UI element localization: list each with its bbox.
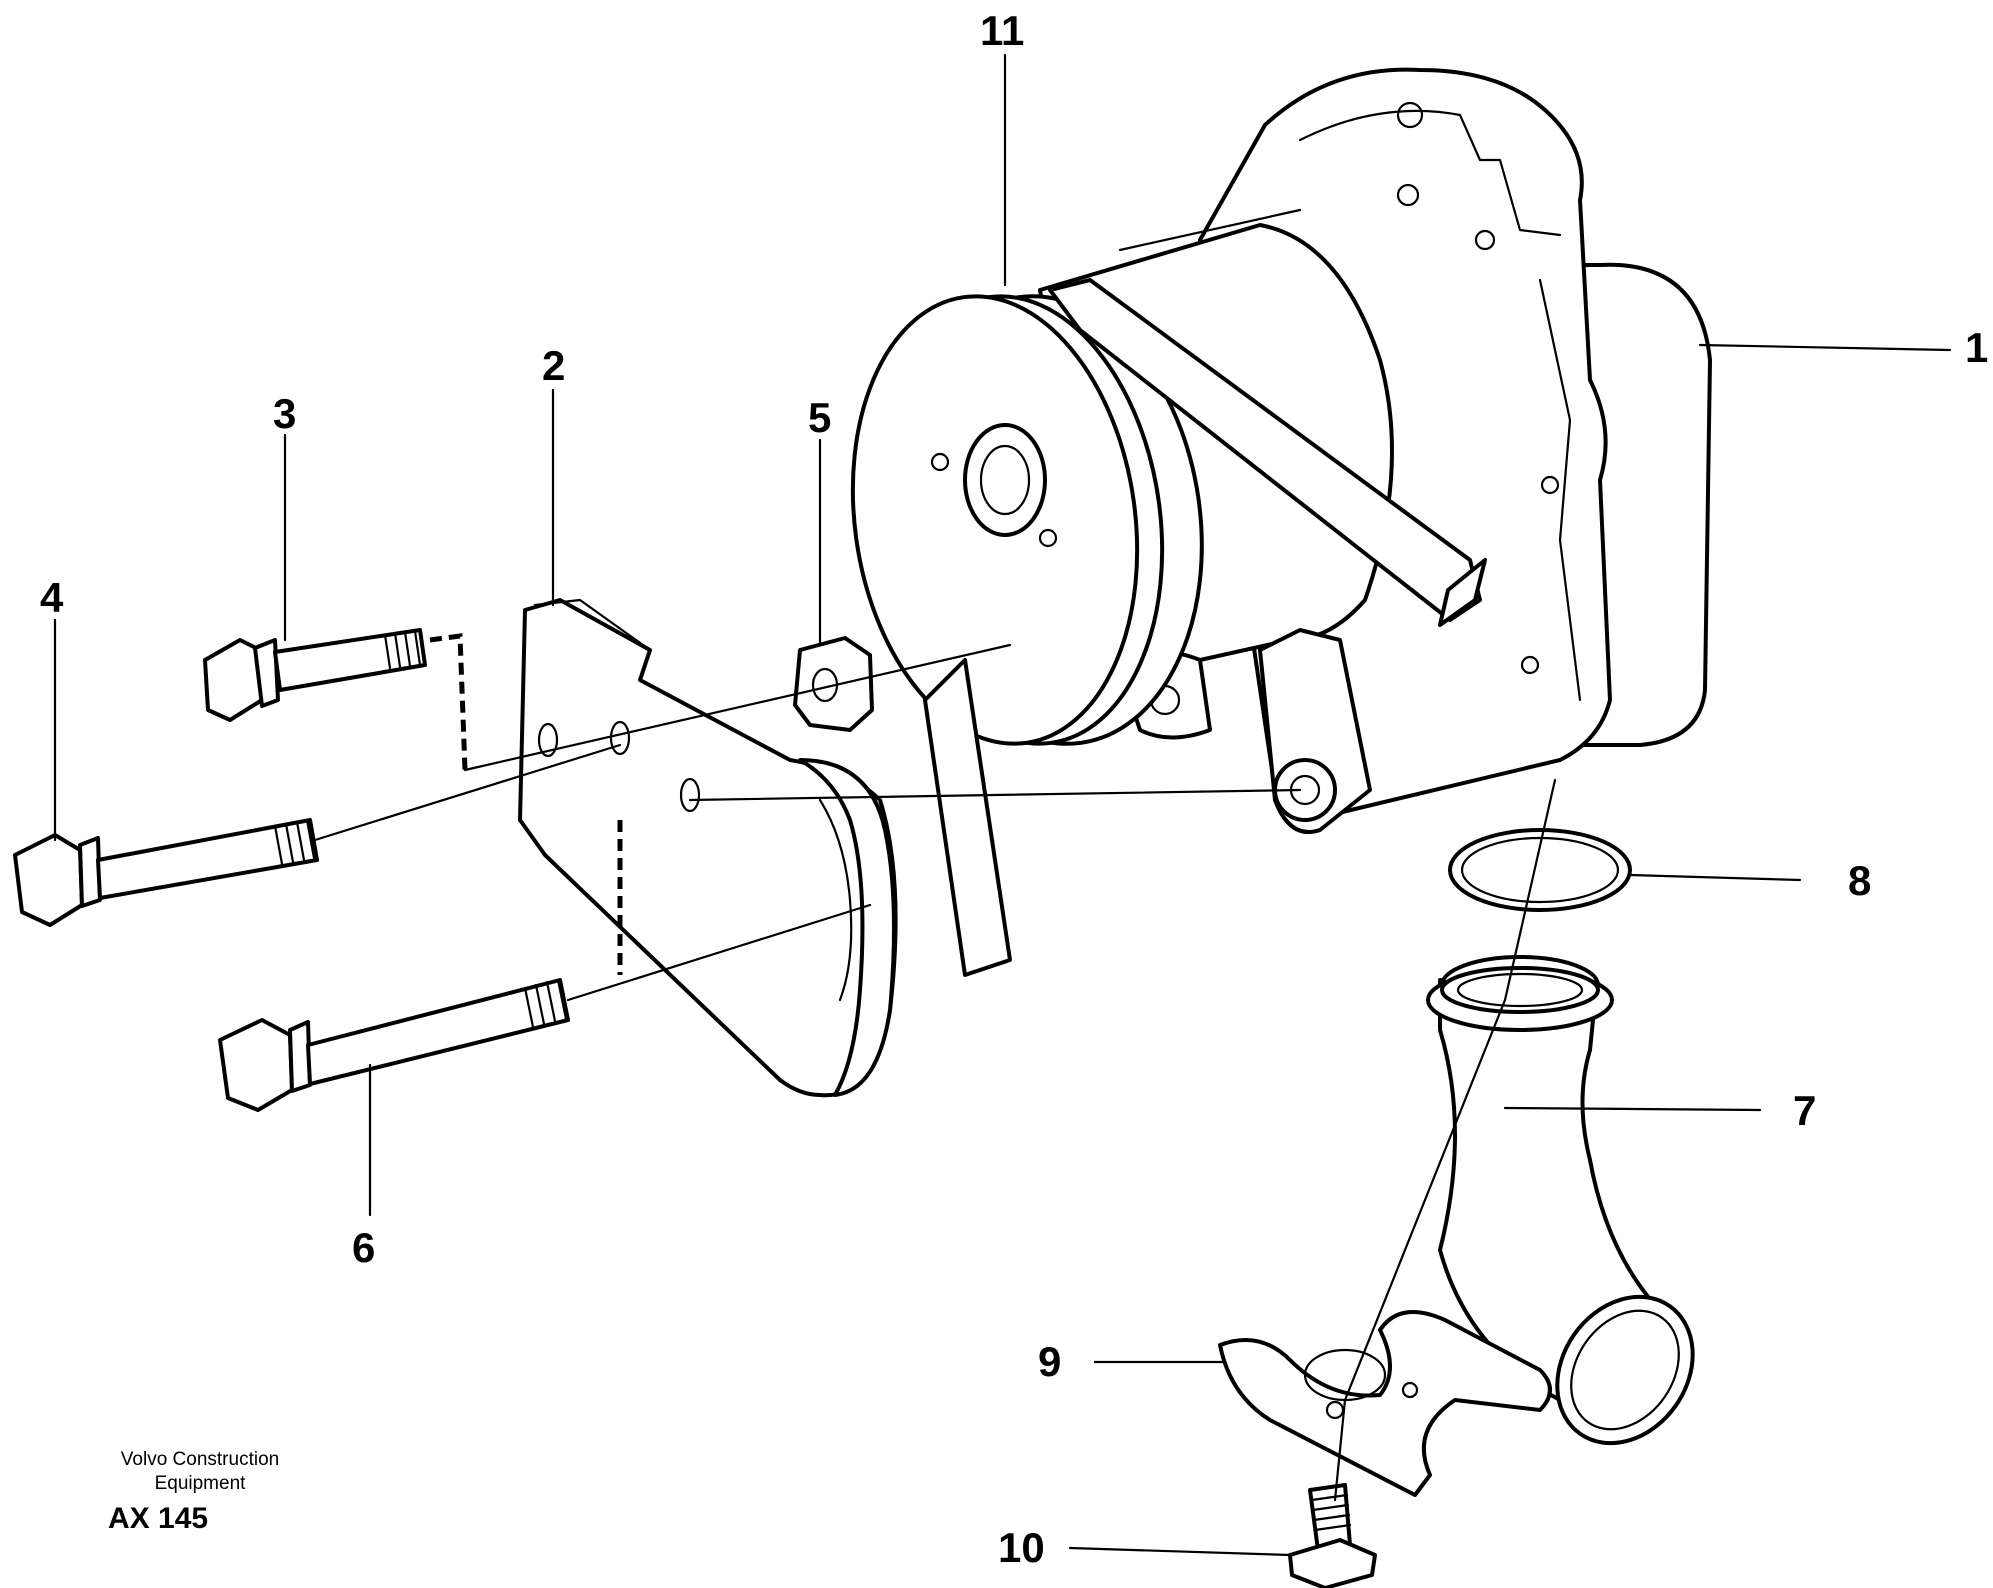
company-line-1: Volvo Construction bbox=[120, 1449, 280, 1470]
callout-7: 7 bbox=[1793, 1087, 1816, 1134]
leader-lines bbox=[53, 53, 1952, 1557]
pipe-bend-icon bbox=[1426, 955, 1695, 1446]
water-pump-icon bbox=[1038, 67, 1712, 834]
bolt-icon bbox=[1288, 1483, 1377, 1588]
callout-4: 4 bbox=[40, 574, 64, 621]
bolt-icon bbox=[203, 628, 468, 771]
bracket-icon bbox=[518, 598, 898, 1098]
callout-9: 9 bbox=[1038, 1338, 1061, 1385]
assembly-lines bbox=[313, 643, 1557, 1502]
nut-icon bbox=[793, 636, 874, 732]
callout-6: 6 bbox=[352, 1224, 375, 1271]
callout-11: 11 bbox=[980, 7, 1024, 54]
callout-8: 8 bbox=[1848, 857, 1871, 904]
figure-code: AX 145 bbox=[108, 1502, 209, 1535]
o-ring-icon bbox=[1448, 828, 1632, 912]
callout-3: 3 bbox=[273, 390, 296, 437]
callout-2: 2 bbox=[542, 342, 565, 389]
callout-5: 5 bbox=[808, 394, 831, 441]
company-line-2: Equipment bbox=[154, 1473, 246, 1494]
callout-1: 1 bbox=[1965, 324, 1988, 371]
pulley-icon bbox=[850, 278, 1487, 977]
callout-10: 10 bbox=[998, 1524, 1045, 1571]
bolt-icon bbox=[218, 820, 623, 1112]
footer-caption: Volvo Construction Equipment AX 145 bbox=[60, 1448, 340, 1536]
bolt-icon bbox=[13, 818, 319, 927]
